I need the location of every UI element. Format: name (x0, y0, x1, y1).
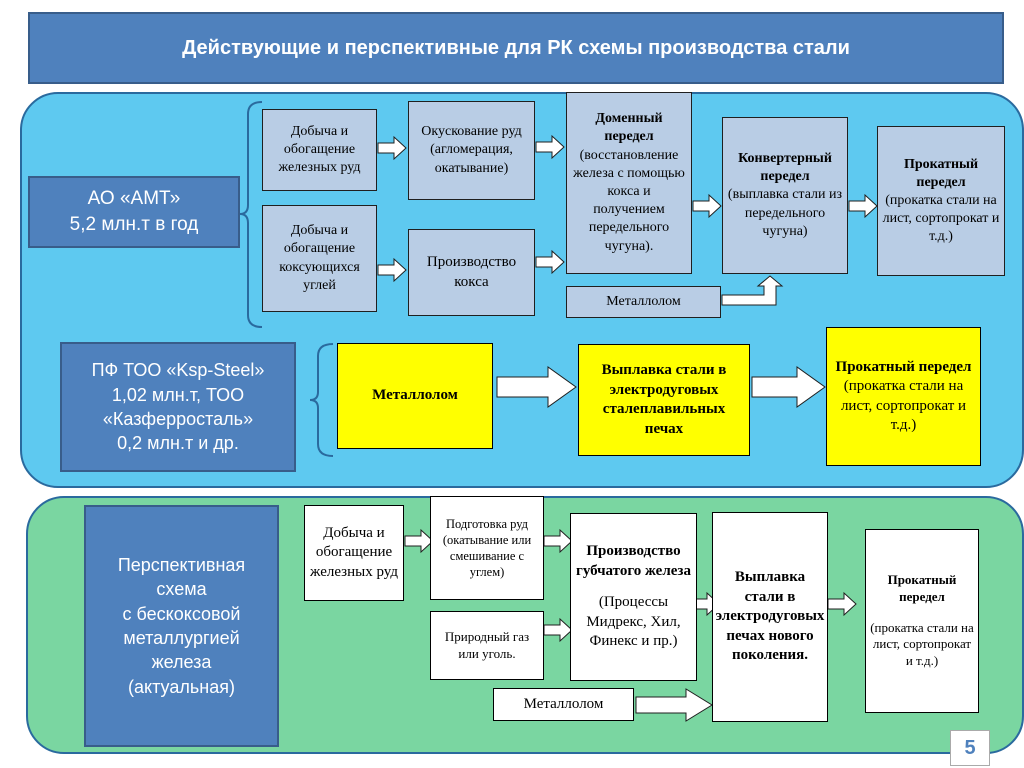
amt-ore-mining-box: Добыча и обогащение железных руд (262, 109, 377, 191)
future-gas-box: Природный газ или уголь. (430, 611, 544, 680)
amt-name: АО «АМТ» (87, 188, 181, 210)
amt-coal-mining-box: Добыча и обогащение коксующихся углей (262, 205, 377, 312)
amt-rolling-box: Прокатный передел (прокатка стали на лис… (877, 126, 1005, 276)
arrow-sinter-to-blast (535, 135, 565, 159)
amt-capacity: 5,2 млн.т в год (69, 214, 199, 235)
arrow-converter-to-rolling (848, 194, 878, 218)
arrow-eaf-to-rolling (751, 366, 826, 408)
arrow-coal-to-coke (377, 258, 407, 282)
amt-blast-furnace-box: Доменный передел (восстановление железа … (566, 92, 692, 274)
page-number: 5 (950, 730, 990, 766)
arrow-ore-to-prep (404, 529, 434, 553)
arrow-scrap-to-eaf (496, 366, 577, 408)
ksp-scrap-box: Металлолом (337, 343, 493, 449)
arrow-eaf-to-rolling (827, 592, 857, 616)
amt-bracket (239, 101, 263, 328)
amt-label: АО «АМТ» 5,2 млн.т в год (28, 176, 240, 248)
amt-converter-box: Конвертерный передел (выплавка стали из … (722, 117, 848, 274)
future-scrap-box: Металлолом (493, 688, 634, 721)
future-eaf-box: Выплавка стали в электродуговых печах но… (712, 512, 828, 722)
arrow-scrap-to-converter (721, 275, 784, 306)
future-ore-prep-box: Подготовка руд (окатывание или смешивани… (430, 496, 544, 600)
page-title: Действующие и перспективные для РК схемы… (28, 12, 1004, 84)
amt-scrap-box: Металлолом (566, 286, 721, 318)
ksp-rolling-box: Прокатный передел (прокатка стали на лис… (826, 327, 981, 466)
amt-coke-box: Производство кокса (408, 229, 535, 316)
future-rolling-box: Прокатный передел (прокатка стали на лис… (865, 529, 979, 713)
arrow-ore-to-sinter (377, 136, 407, 160)
ksp-eaf-box: Выплавка стали в электродуговых сталепла… (578, 344, 750, 456)
future-sponge-iron-box: Производство губчатого железа (Процессы … (570, 513, 697, 681)
arrow-blast-to-converter (692, 194, 722, 218)
future-ore-mining-box: Добыча и обогащение железных руд (304, 505, 404, 601)
amt-sintering-box: Окускование руд (агломерация, окатывание… (408, 101, 535, 200)
arrow-scrap-to-eaf (635, 688, 713, 722)
arrow-gas-to-sponge (543, 618, 573, 642)
arrow-prep-to-sponge (543, 529, 573, 553)
future-label: Перспективная схема с бескоксовой металл… (84, 505, 279, 747)
ksp-label: ПФ ТОО «Ksp-Steel» 1,02 млн.т, ТОО «Казф… (60, 342, 296, 472)
arrow-coke-to-blast (535, 250, 565, 274)
ksp-bracket (309, 343, 334, 457)
